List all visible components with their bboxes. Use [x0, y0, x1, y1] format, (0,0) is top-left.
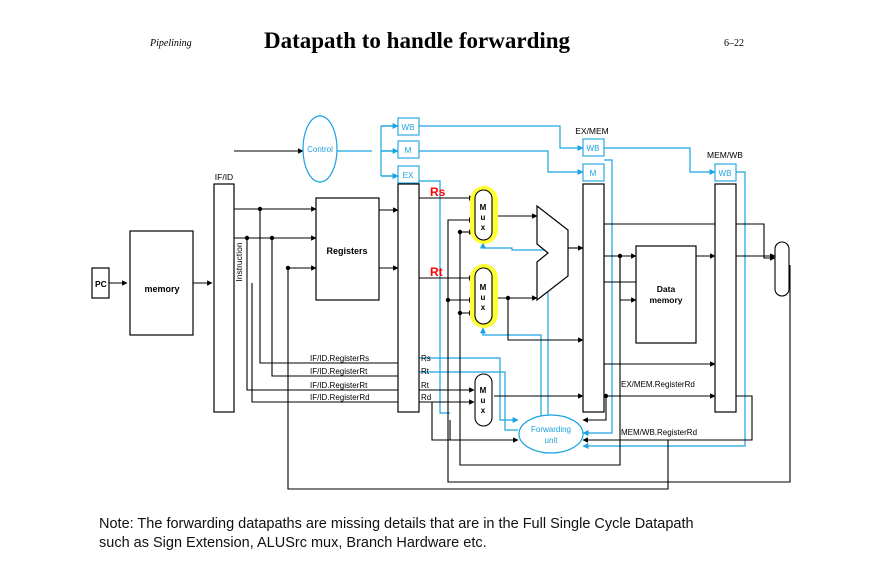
memwb-wb-box [714, 163, 737, 182]
rs-label: Rs [430, 185, 446, 199]
idex-ex-label: EX [403, 171, 414, 180]
exmem-registerrd-label: EX/MEM.RegisterRd [621, 380, 695, 389]
exmem-m-label: M [590, 169, 597, 178]
exmem-register [582, 183, 605, 413]
memwb-register [714, 183, 737, 413]
mux-a-label-3: x [481, 223, 486, 232]
mux-a-label-1: M [480, 203, 487, 212]
mux-b-label-3: x [481, 303, 486, 312]
pc-register [91, 267, 110, 299]
ifid-register [213, 183, 235, 413]
idex-register [397, 183, 420, 413]
ifid-label: IF/ID [215, 172, 233, 182]
exmem-wb-box [582, 138, 605, 157]
footnote: Note: The forwarding datapaths are missi… [99, 515, 694, 553]
mux-c-label-2: u [481, 396, 486, 405]
slide-title: Datapath to handle forwarding [264, 28, 571, 53]
mux-a-label-2: u [481, 213, 486, 222]
svg-text:Rt: Rt [421, 367, 430, 376]
mux-c-label-1: M [480, 386, 487, 395]
idex-m-label: M [405, 146, 412, 155]
instruction-label: Instruction [234, 242, 244, 281]
memwb-label: MEM/WB [707, 150, 743, 160]
memwb-registerrd-label: MEM/WB.RegisterRd [621, 428, 697, 437]
page-number: 6–22 [724, 38, 744, 49]
svg-text:IF/ID.RegisterRt: IF/ID.RegisterRt [310, 381, 368, 390]
section-label: Pipelining [150, 38, 192, 49]
alu [536, 204, 569, 302]
forwarding-unit-label-1: Forwarding [531, 425, 571, 434]
ifid-field-labels: IF/ID.RegisterRs IF/ID.RegisterRt IF/ID.… [310, 354, 370, 402]
exmem-label: EX/MEM [575, 126, 609, 136]
svg-text:IF/ID.RegisterRt: IF/ID.RegisterRt [310, 367, 368, 376]
data-memory [635, 245, 697, 344]
svg-text:IF/ID.RegisterRs: IF/ID.RegisterRs [310, 354, 369, 363]
idex-field-labels: Rs Rt Rt Rd [421, 354, 431, 402]
svg-text:Rs: Rs [421, 354, 431, 363]
control-unit [302, 115, 338, 183]
control-wires [337, 123, 746, 449]
junction-dots [244, 206, 623, 399]
mux-c-label-3: x [481, 406, 486, 415]
regdst-mux [474, 373, 493, 427]
control-label: Control [307, 145, 333, 154]
exmem-wb-label: WB [587, 144, 600, 153]
footnote-line-1: Note: The forwarding datapaths are missi… [99, 516, 694, 532]
mux-b-label-1: M [480, 283, 487, 292]
idex-control-boxes [397, 117, 420, 184]
writeback-mux [774, 241, 790, 297]
pc-label: PC [95, 279, 107, 289]
svg-text:Rd: Rd [421, 393, 431, 402]
registers-label: Registers [326, 246, 367, 256]
footnote-line-2: such as Sign Extension, ALUSrc mux, Bran… [99, 535, 487, 551]
svg-text:IF/ID.RegisterRd: IF/ID.RegisterRd [310, 393, 370, 402]
exmem-m-box [582, 163, 605, 182]
register-file [315, 197, 380, 301]
data-memory-label-1: Data [657, 284, 676, 294]
memwb-wb-label: WB [719, 169, 732, 178]
svg-text:Rt: Rt [421, 381, 430, 390]
forwarding-unit [518, 414, 584, 454]
idex-wb-label: WB [402, 123, 415, 132]
instruction-memory [129, 230, 194, 336]
mux-b-label-2: u [481, 293, 486, 302]
forward-mux-a [470, 186, 498, 244]
forwarding-unit-label-2: unit [545, 436, 559, 445]
instruction-memory-label: memory [144, 284, 179, 294]
datapath-wires [109, 148, 791, 490]
data-memory-label-2: memory [649, 295, 682, 305]
rt-label: Rt [430, 265, 443, 279]
forward-mux-b [470, 264, 498, 328]
